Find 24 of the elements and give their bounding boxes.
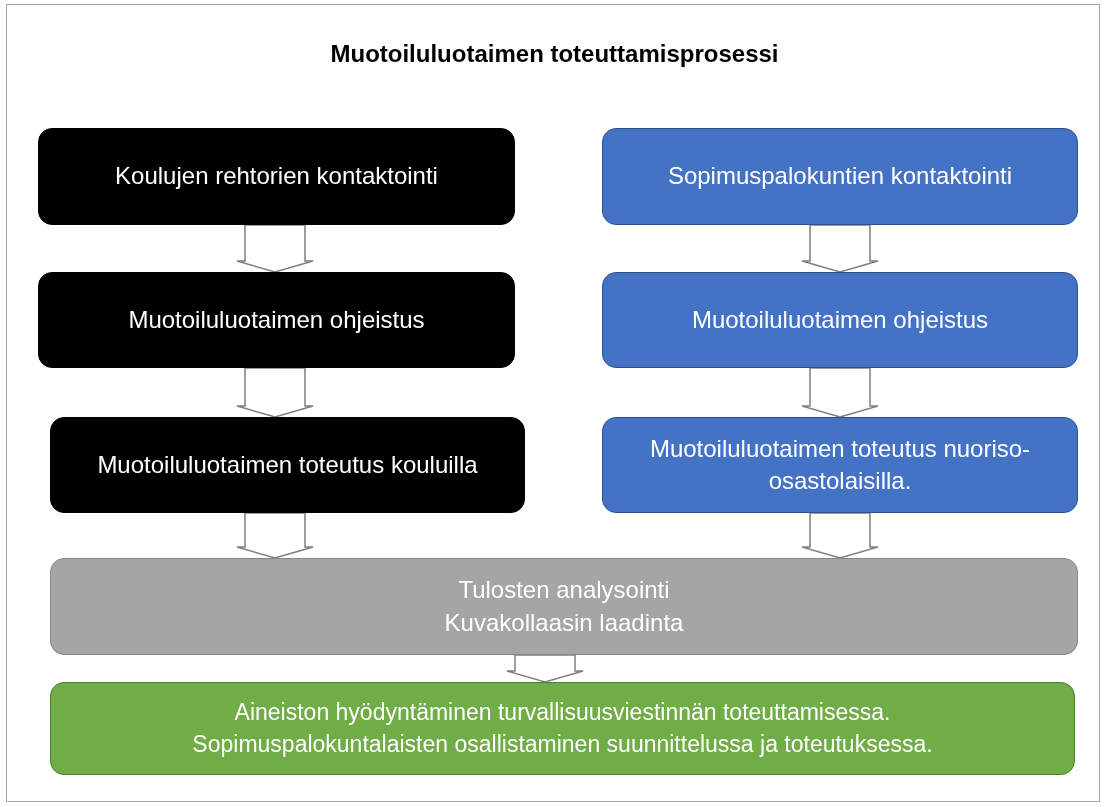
block-arrow bbox=[506, 654, 584, 683]
box-label: Koulujen rehtorien kontaktointi bbox=[115, 161, 438, 192]
box-label: Sopimuspalokuntien kontaktointi bbox=[667, 161, 1013, 192]
block-arrow bbox=[801, 367, 879, 418]
box-label: Tulosten analysointi Kuvakollaasin laadinta bbox=[443, 575, 685, 638]
block-arrow bbox=[801, 512, 879, 559]
process-box bbox=[602, 128, 1078, 225]
process-box bbox=[50, 558, 1078, 655]
box-label: Muotoiluluotaimen toteutus nuoriso-osastolaisilla. bbox=[648, 433, 1032, 496]
box-label: Muotoiluluotaimen ohjeistus bbox=[128, 304, 425, 335]
block-arrow bbox=[236, 367, 314, 418]
process-box bbox=[602, 272, 1078, 368]
process-box bbox=[38, 272, 515, 368]
block-arrow bbox=[801, 224, 879, 273]
box-label: Muotoiluluotaimen ohjeistus bbox=[691, 304, 989, 335]
process-box bbox=[50, 682, 1075, 775]
block-arrow bbox=[236, 512, 314, 559]
process-box bbox=[38, 128, 515, 225]
diagram-title: Muotoiluluotaimen toteuttamisprosessi bbox=[329, 40, 780, 68]
process-box bbox=[602, 417, 1078, 513]
process-box bbox=[50, 417, 525, 513]
box-label: Muotoiluluotaimen toteutus kouluilla bbox=[97, 449, 478, 480]
box-label: Aineiston hyödyntäminen turvallisuusviestinnän toteuttamisessa. Sopimuspalokuntalaisten osallistaminen suunnittelussa ja toteutuksessa. bbox=[191, 698, 934, 759]
block-arrow bbox=[236, 224, 314, 273]
